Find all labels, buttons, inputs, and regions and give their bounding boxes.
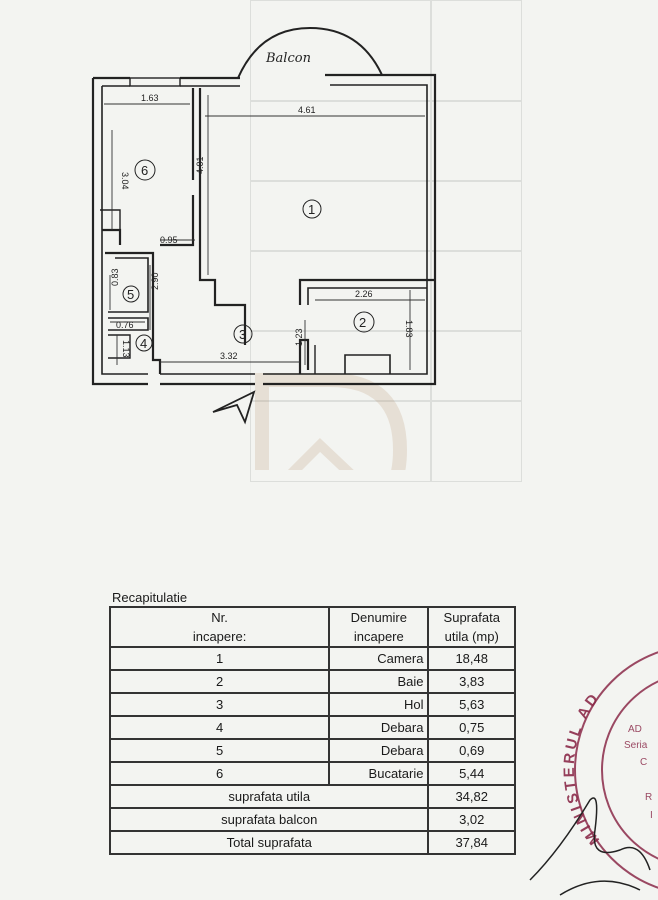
table-row: 2 Baie 3,83: [108, 669, 516, 694]
dim-0-76: 0.76: [116, 320, 134, 330]
recap-title: Recapitulatie: [112, 590, 188, 605]
balcony-arc: [237, 26, 383, 79]
table-header-row: Nr. incapere: Denumire incapere Suprafat…: [108, 606, 516, 648]
dim-4-01: 4.01: [195, 156, 205, 174]
total-row-balcon: suprafata balcon 3,02: [108, 807, 516, 832]
svg-text:3: 3: [239, 327, 246, 342]
svg-text:4: 4: [140, 336, 147, 351]
floor-plan: 1.63 4.61 3.04 4.01 0.95 2.26 1.83 0.83 …: [91, 26, 437, 470]
balcon-label: Balcon: [265, 51, 311, 66]
header-nr: Nr. incapere:: [108, 606, 331, 648]
room-marker-4: 4: [135, 334, 153, 352]
svg-text:1: 1: [308, 202, 315, 217]
room-marker-1: 1: [302, 199, 322, 219]
svg-text:5: 5: [127, 287, 134, 302]
dim-1-13: 1.13: [121, 340, 131, 358]
dim-1-23: 1.23: [294, 328, 304, 346]
signature: [529, 797, 651, 896]
room-marker-6: 6: [134, 159, 156, 181]
total-row-utila: suprafata utila 34,82: [108, 784, 516, 809]
svg-text:Seria: Seria: [624, 740, 648, 751]
table-row: 5 Debara 0,69: [108, 738, 516, 763]
table-row: 1 Camera 18,48: [108, 646, 516, 671]
svg-text:MINISTERUL AD: MINISTERUL AD: [561, 689, 604, 848]
room-marker-5: 5: [122, 285, 140, 303]
dim-1-83: 1.83: [404, 320, 414, 338]
svg-text:C: C: [640, 757, 647, 768]
dim-2-90: 2.90: [150, 272, 160, 290]
north-arrow-icon: [212, 390, 256, 425]
table-row: 3 Hol 5,63: [108, 692, 516, 717]
room-marker-3: 3: [233, 324, 253, 344]
total-row-total: Total suprafata 37,84: [108, 830, 516, 855]
svg-text:6: 6: [141, 163, 148, 178]
recap-table: Nr. incapere: Denumire incapere Suprafat…: [108, 606, 516, 855]
dim-0-95: 0.95: [160, 235, 178, 245]
table-row: 4 Debara 0,75: [108, 715, 516, 740]
room-marker-2: 2: [353, 311, 375, 333]
dim-4-61: 4.61: [298, 105, 316, 115]
dim-3-32: 3.32: [220, 351, 238, 361]
header-suprafata: Suprafata utila (mp): [427, 606, 516, 648]
svg-text:R: R: [645, 792, 652, 803]
header-denumire: Denumire incapere: [328, 606, 430, 648]
dim-0-83: 0.83: [110, 268, 120, 286]
svg-text:I: I: [650, 810, 653, 821]
table-row: 6 Bucatarie 5,44: [108, 761, 516, 786]
outer-wall: [91, 78, 148, 386]
svg-text:2: 2: [359, 315, 366, 330]
dim-2-26: 2.26: [355, 289, 373, 299]
dim-3-04: 3.04: [120, 172, 130, 190]
svg-text:AD: AD: [628, 724, 642, 735]
dim-1-63: 1.63: [141, 93, 159, 103]
